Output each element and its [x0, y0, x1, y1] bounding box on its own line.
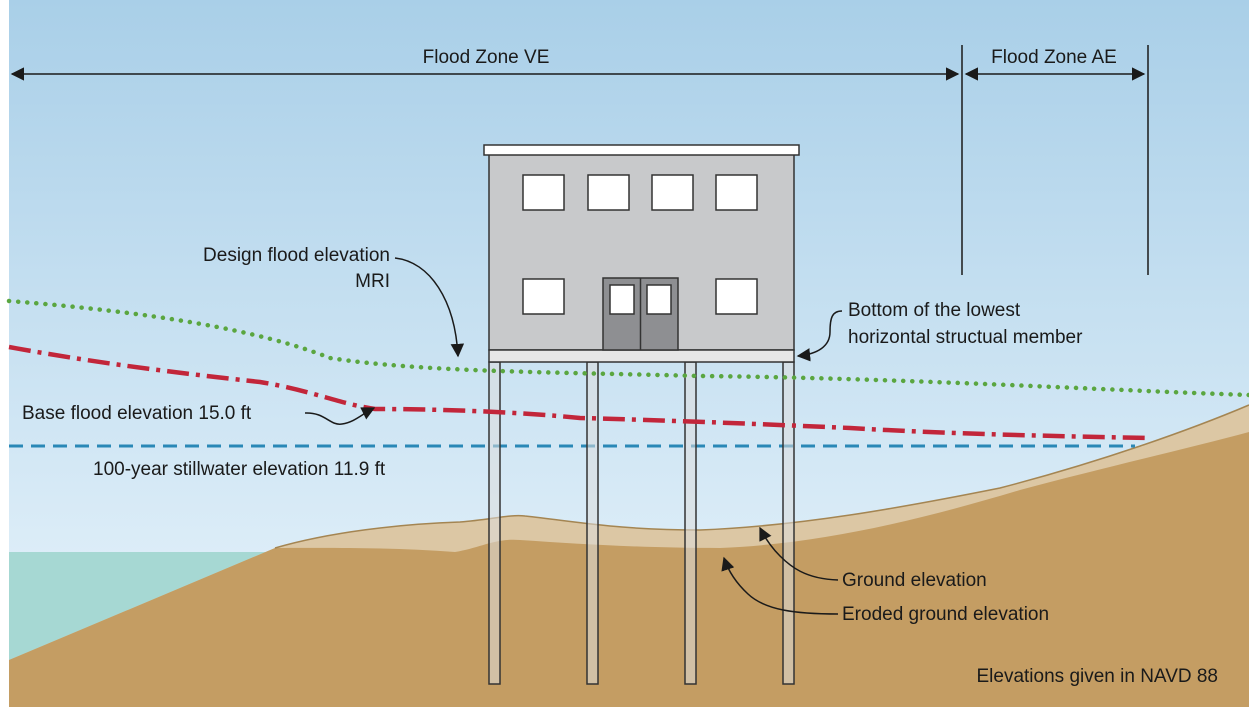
window [651, 174, 694, 211]
ground-leader-arrow [759, 526, 839, 581]
dfe-label-line2: MRI [355, 271, 390, 292]
lowest-member-label-line2: horizontal structual member [848, 327, 1083, 348]
door-window [646, 284, 672, 315]
window [587, 174, 630, 211]
lowest-member-label-line1: Bottom of the lowest [848, 300, 1021, 321]
design-flood-elevation-line [6, 298, 1249, 398]
eroded-ground-label: Eroded ground elevation [842, 604, 1049, 625]
ground-elevation-label: Ground elevation [842, 570, 987, 591]
window [715, 278, 758, 315]
bfe-label: Base flood elevation 15.0 ft [22, 403, 252, 424]
pile-2 [586, 361, 599, 685]
eroded-leader-arrow [721, 556, 839, 615]
window [522, 174, 565, 211]
base-flood-elevation-line [8, 344, 1149, 441]
roof-cap [483, 144, 800, 156]
dfe-leader-arrow [394, 257, 465, 358]
pile-3 [684, 361, 697, 685]
ground-layer-eroded [9, 432, 1249, 707]
floor-beam [488, 349, 795, 363]
datum-note: Elevations given in NAVD 88 [977, 666, 1219, 687]
stillwater-label: 100-year stillwater elevation 11.9 ft [93, 459, 386, 480]
bfe-leader-arrow [304, 407, 376, 425]
door-window [609, 284, 635, 315]
building [483, 144, 800, 363]
lowest-member-leader-arrow [796, 310, 843, 362]
zone-ae-label: Flood Zone AE [991, 47, 1117, 68]
zone-ve-label: Flood Zone VE [423, 47, 550, 68]
ground-surface-line [274, 404, 1249, 549]
pile-4 [782, 361, 795, 685]
window [715, 174, 758, 211]
dfe-label-line1: Design flood elevation [203, 245, 390, 266]
window [522, 278, 565, 315]
